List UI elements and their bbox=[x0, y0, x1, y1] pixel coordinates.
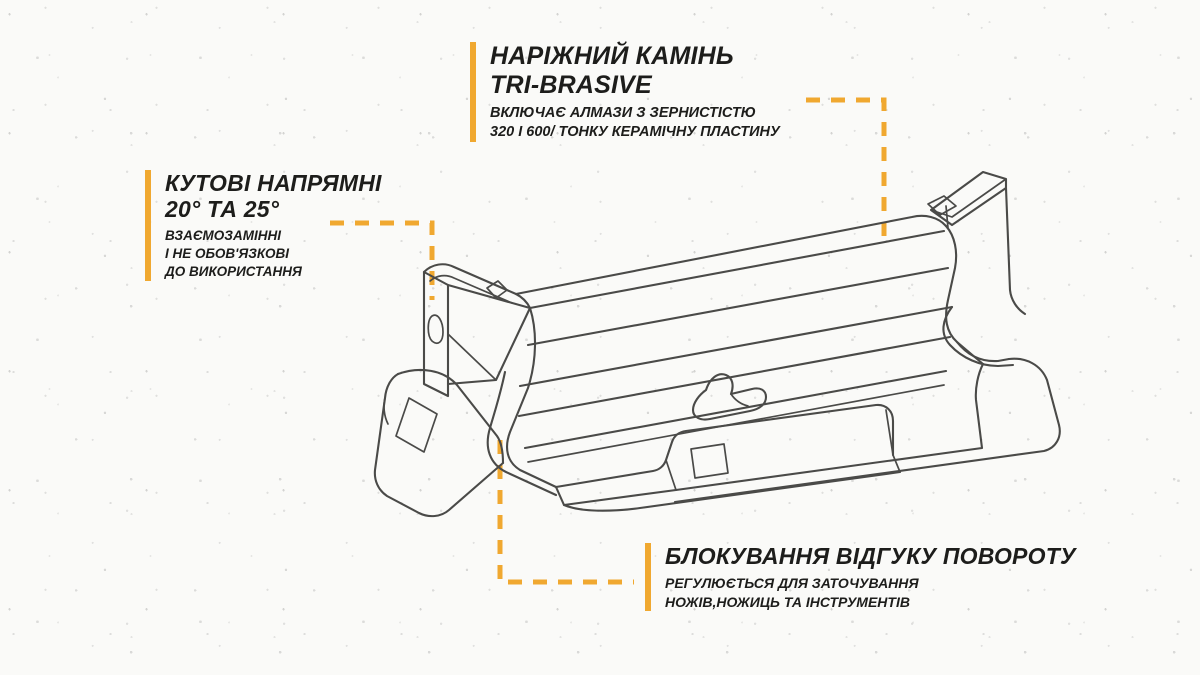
callout-swivel-lock-heading-line1: БЛОКУВАННЯ ВІДГУКУ ПОВОРОТУ bbox=[665, 543, 1076, 569]
callout-cornerstone-text: НАРІЖНИЙ КАМІНЬ TRI-BRASIVE ВКЛЮЧАЄ АЛМА… bbox=[490, 42, 780, 142]
callout-angle-guides-sub-line1: ВЗАЄМОЗАМІННІ bbox=[165, 228, 281, 244]
left-wedge-fold bbox=[447, 333, 497, 381]
right-base-foot bbox=[673, 357, 1061, 504]
left-base-panel bbox=[395, 397, 438, 453]
callout-angle-guides-text: КУТОВІ НАПРЯМНІ 20° ТА 25° ВЗАЄМОЗАМІННІ… bbox=[165, 170, 382, 281]
stone-carriage-base-edge-2 bbox=[527, 384, 945, 463]
center-latch-fold bbox=[730, 393, 749, 407]
center-latch bbox=[691, 373, 768, 421]
callout-angle-guides-sub-line3: ДО ВИКОРИСТАННЯ bbox=[165, 264, 302, 280]
stone-carriage-base-edge bbox=[523, 369, 948, 450]
right-support-post bbox=[1004, 186, 1027, 316]
stone-carriage-upper-face bbox=[528, 229, 946, 310]
callout-cornerstone-sub-line1: ВКЛЮЧАЄ АЛМАЗИ З ЗЕРНИСТІСТЮ bbox=[490, 105, 756, 121]
stone-carriage-top-edge bbox=[514, 214, 948, 296]
callout-angle-guides-subtext: ВЗАЄМОЗАМІННІ І НЕ ОБОВ'ЯЗКОВІ ДО ВИКОРИ… bbox=[165, 227, 382, 280]
callout-cornerstone-heading-line1: НАРІЖНИЙ КАМІНЬ bbox=[490, 42, 734, 70]
right-guide-blade-edge bbox=[930, 178, 1007, 218]
left-swing-arm-outer bbox=[506, 306, 558, 489]
callout-swivel-lock-sub-line1: РЕГУЛЮЄТЬСЯ ДЛЯ ЗАТОЧУВАННЯ bbox=[665, 575, 919, 592]
callout-swivel-lock-sub-line2: НОЖІВ,НОЖИЦЬ ТА ІНСТРУМЕНТІВ bbox=[665, 593, 910, 610]
right-guide-blade bbox=[929, 170, 1008, 227]
callout-swivel-lock-subtext: РЕГУЛЮЄТЬСЯ ДЛЯ ЗАТОЧУВАННЯ НОЖІВ,НОЖИЦЬ… bbox=[665, 574, 1076, 611]
left-clamp-arm-inner bbox=[429, 274, 513, 304]
left-clamp-arm bbox=[422, 263, 532, 310]
pedestal-front-top bbox=[554, 403, 895, 489]
right-hinge-body bbox=[955, 340, 1011, 363]
right-guide-clip-stem bbox=[945, 205, 949, 229]
callout-cornerstone-sub-line2: 320 І 600/ ТОНКУ КЕРАМІЧНУ ПЛАСТИНУ bbox=[490, 124, 780, 141]
accent-bar-swivel-lock bbox=[645, 543, 651, 612]
leader-line-lock bbox=[497, 440, 634, 585]
callout-cornerstone: НАРІЖНИЙ КАМІНЬ TRI-BRASIVE ВКЛЮЧАЄ АЛМА… bbox=[470, 42, 780, 143]
stone-carriage-bottom-edge bbox=[517, 335, 952, 418]
left-guide-plate bbox=[422, 270, 450, 398]
callout-angle-guides-sub-line2: І НЕ ОБОВ'ЯЗКОВІ bbox=[165, 246, 289, 262]
base-plate-left bbox=[383, 397, 389, 425]
stone-carriage-mid-face bbox=[526, 266, 950, 347]
stone-carriage-lower-face bbox=[518, 305, 954, 388]
right-base-left-edge bbox=[674, 362, 985, 492]
pedestal-side-shadow bbox=[665, 459, 677, 491]
accent-bar-cornerstone bbox=[470, 42, 476, 143]
left-base-foot bbox=[373, 372, 505, 518]
pedestal-bottom bbox=[562, 470, 902, 512]
left-swing-arm-inner bbox=[486, 370, 558, 497]
pedestal-front-face bbox=[554, 485, 678, 507]
callout-cornerstone-subtext: ВКЛЮЧАЄ АЛМАЗИ З ЗЕРНИСТІСТЮ 320 І 600/ … bbox=[490, 104, 780, 142]
left-wedge-bracket bbox=[446, 283, 532, 386]
pedestal-right-edge bbox=[885, 409, 901, 473]
callout-swivel-lock-text: БЛОКУВАННЯ ВІДГУКУ ПОВОРОТУ РЕГУЛЮЄТЬСЯ … bbox=[665, 543, 1076, 611]
callout-angle-guides-heading-line1: КУТОВІ НАПРЯМНІ bbox=[165, 170, 382, 196]
leader-line-stone bbox=[806, 97, 887, 246]
accent-bar-angle-guides bbox=[145, 170, 151, 281]
pedestal-panel bbox=[690, 443, 729, 479]
callout-angle-guides: КУТОВІ НАПРЯМНІ 20° ТА 25° ВЗАЄМОЗАМІННІ… bbox=[145, 170, 382, 281]
left-base-top-edge bbox=[396, 368, 505, 465]
right-swing-arm-outer bbox=[944, 224, 985, 366]
left-clamp-tab bbox=[486, 280, 508, 299]
right-swing-arm-inner bbox=[942, 305, 1015, 368]
sharpener-body bbox=[373, 170, 1061, 518]
callout-angle-guides-heading-line2: 20° ТА 25° bbox=[165, 196, 280, 223]
callout-swivel-lock: БЛОКУВАННЯ ВІДГУКУ ПОВОРОТУ РЕГУЛЮЄТЬСЯ … bbox=[645, 543, 1076, 612]
right-guide-clip bbox=[927, 195, 957, 216]
callout-cornerstone-heading-line2: TRI-BRASIVE bbox=[490, 70, 652, 99]
left-guide-slot bbox=[427, 314, 444, 344]
